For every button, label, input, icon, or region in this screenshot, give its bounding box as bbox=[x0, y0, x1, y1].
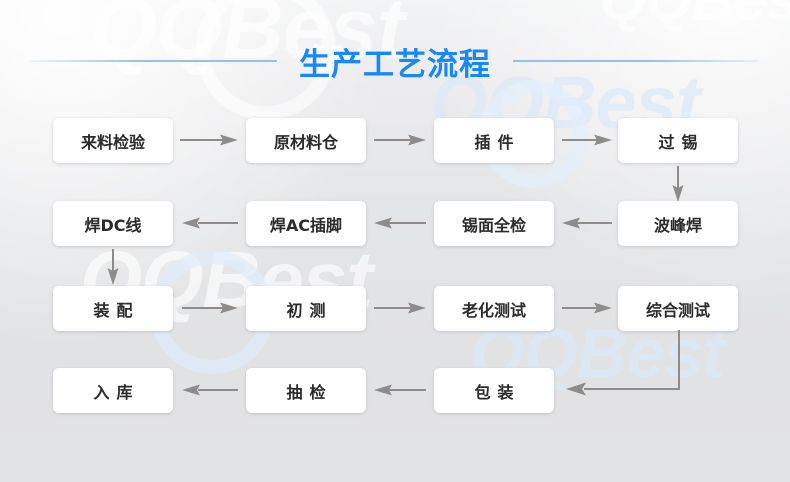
flow-node-zonghceshi[interactable]: 综合测试 bbox=[618, 286, 738, 331]
arrow-ximianquanjian-to-hanacchajiao bbox=[374, 217, 426, 229]
title-rule-right bbox=[513, 60, 759, 62]
flow-node-bofenghan[interactable]: 波峰焊 bbox=[618, 201, 738, 246]
flow-node-laohuaceshi[interactable]: 老化测试 bbox=[434, 286, 554, 331]
arrow-zonghceshi-to-baozhuang bbox=[566, 330, 686, 396]
flow-node-ruku[interactable]: 入库 bbox=[53, 368, 173, 413]
flow-node-baozhuang[interactable]: 包装 bbox=[434, 368, 554, 413]
title-rule-left bbox=[31, 60, 277, 62]
arrow-hanacchajiao-to-handcxian bbox=[182, 217, 238, 229]
arrow-handcxian-to-zhuangpei bbox=[107, 249, 119, 285]
arrow-lailiaojianyan-to-yuancailiaocang bbox=[180, 134, 238, 146]
flow-node-chuce[interactable]: 初测 bbox=[246, 286, 366, 331]
arrow-baozhuang-to-choujian bbox=[374, 384, 426, 396]
arrow-chajian-to-guoxi bbox=[562, 134, 612, 146]
page-title: 生产工艺流程 bbox=[299, 46, 491, 83]
flow-node-handcxian[interactable]: 焊DC线 bbox=[53, 201, 173, 246]
flow-node-choujian[interactable]: 抽检 bbox=[246, 368, 366, 413]
title-bar: 生产工艺流程 bbox=[0, 38, 790, 84]
flow-node-yuancailiaocang[interactable]: 原材料仓 bbox=[246, 118, 366, 163]
arrow-zhuangpei-to-chuce bbox=[182, 302, 238, 314]
flow-node-ximianquanjian[interactable]: 锡面全检 bbox=[434, 201, 554, 246]
arrow-laohuaceshi-to-zonghceshi bbox=[562, 302, 612, 314]
arrow-chuce-to-laohuaceshi bbox=[374, 302, 426, 314]
arrow-yuancailiaocang-to-chajian bbox=[374, 134, 426, 146]
watermark-text: QQBest bbox=[600, 0, 790, 30]
arrow-guoxi-to-bofenghan bbox=[672, 166, 684, 202]
flow-node-guoxi[interactable]: 过锡 bbox=[618, 118, 738, 163]
flow-node-hanacchajiao[interactable]: 焊AC插脚 bbox=[246, 201, 366, 246]
flow-node-zhuangpei[interactable]: 装配 bbox=[53, 286, 173, 331]
arrow-bofenghan-to-ximianquanjian bbox=[562, 217, 612, 229]
flow-node-lailiaojianyan[interactable]: 来料检验 bbox=[53, 118, 173, 163]
arrow-choujian-to-ruku bbox=[182, 384, 238, 396]
flow-node-chajian[interactable]: 插件 bbox=[434, 118, 554, 163]
